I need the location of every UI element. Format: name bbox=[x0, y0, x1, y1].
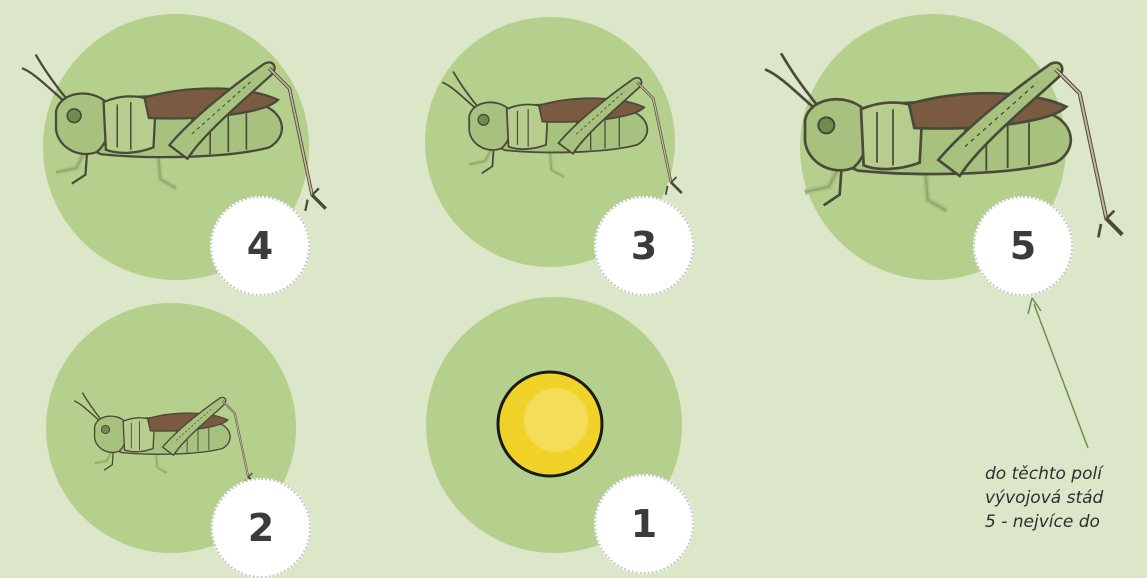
note-line-2: vývojová stád bbox=[985, 486, 1103, 510]
instruction-note: do těchto polí vývojová stád 5 - nejvíce… bbox=[985, 462, 1103, 534]
note-line-3: 5 - nejvíce do bbox=[985, 510, 1103, 534]
note-line-1: do těchto polí bbox=[985, 462, 1103, 486]
